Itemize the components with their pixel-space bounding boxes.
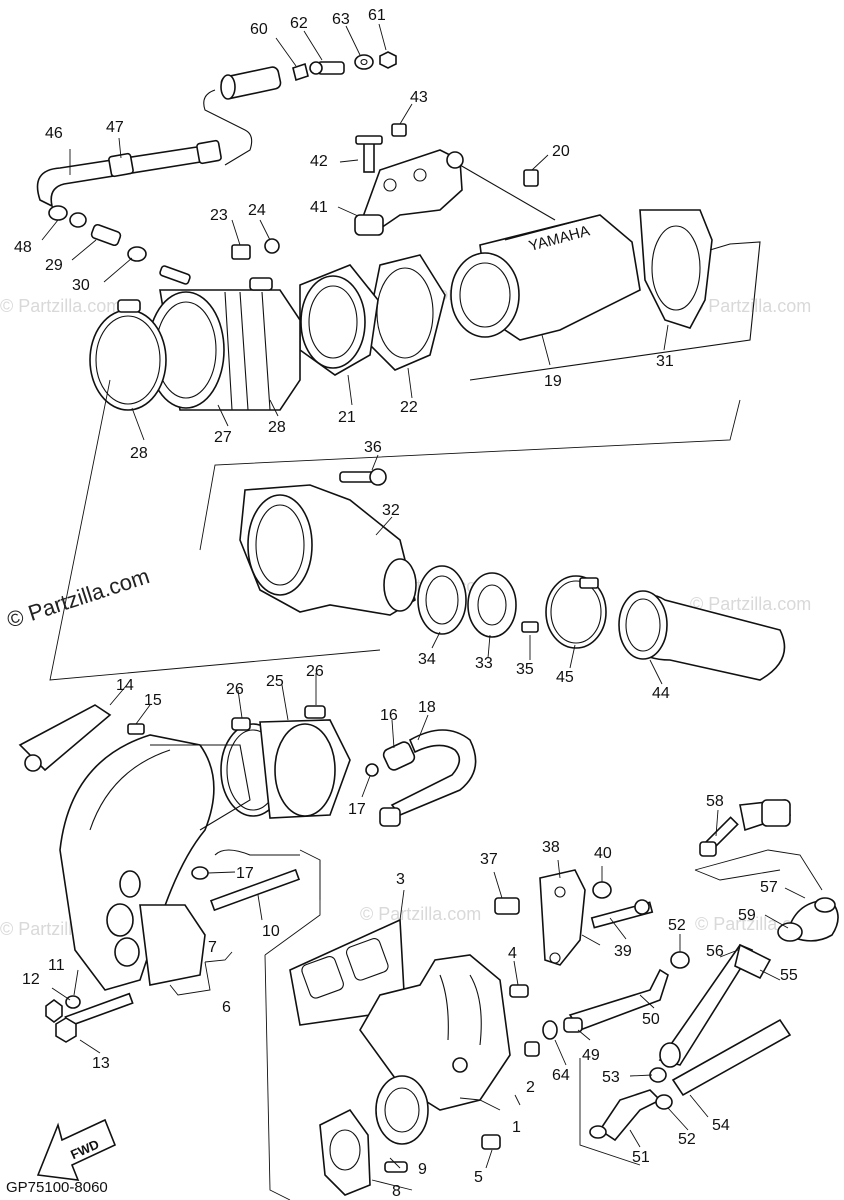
callouts: 60 62 63 61 43 42 41 20 46 47 48 29 30 2… [14,7,798,1200]
callout-62: 62 [290,15,308,32]
callout-33: 33 [475,655,493,672]
callout-15: 15 [144,692,162,709]
callout-32: 32 [382,502,400,519]
callout-50: 50 [642,1011,660,1028]
callout-22: 22 [400,399,418,416]
joint-27-28 [89,238,301,411]
watermark: © Partzilla.com [690,296,811,316]
callout-52-upper: 52 [668,917,686,934]
callout-17-upper: 17 [348,801,366,818]
callout-49: 49 [582,1047,600,1064]
callout-61: 61 [368,7,386,24]
callout-28-left: 28 [130,445,148,462]
callout-23: 23 [210,207,228,224]
callout-3: 3 [396,871,405,888]
fitting-group-top [203,51,397,166]
callout-19: 19 [544,373,562,390]
callout-58: 58 [706,793,724,810]
callout-57: 57 [760,879,778,896]
callout-46: 46 [45,125,63,142]
callout-26-left: 26 [226,681,244,698]
callout-7: 7 [208,939,217,956]
flange-21-gasket-22 [299,254,446,376]
callout-8: 8 [392,1183,401,1200]
water-parts-right [579,799,839,1166]
callout-28-right: 28 [268,419,286,436]
watermark: © Partzilla.com [690,594,811,614]
callout-55: 55 [780,967,798,984]
diagram-code: GP75100-8060 [6,1179,108,1196]
leader-lines [41,23,806,1191]
group-outline-upper [199,399,741,551]
outlet-parts [417,565,786,681]
callout-51: 51 [632,1149,650,1166]
callout-20: 20 [552,143,570,160]
callout-38: 38 [542,839,560,856]
exhaust-chamber-32 [239,468,417,616]
muffler-19: YAMAHA [450,164,641,341]
watermark: © Partzilla.com [0,296,121,316]
callout-60: 60 [250,21,268,38]
callout-37: 37 [480,851,498,868]
callout-56: 56 [706,943,724,960]
callout-44: 44 [652,685,670,702]
callout-25: 25 [266,673,284,690]
callout-36: 36 [364,439,382,456]
watermark: © Partzilla.com [360,904,481,924]
callout-4: 4 [508,945,517,962]
group-outline-left [49,379,381,681]
callout-63: 63 [332,11,350,28]
callout-42: 42 [310,153,328,170]
callout-13: 13 [92,1055,110,1072]
fasteners-left [45,849,321,1043]
bracket-38-group [494,869,669,1040]
callout-41: 41 [310,199,328,216]
exhaust-manifold-1 [264,860,540,1200]
callout-5: 5 [474,1169,483,1186]
callout-11: 11 [48,957,65,974]
callout-14: 14 [116,677,134,694]
callout-54: 54 [712,1117,730,1134]
callout-1: 1 [512,1119,521,1136]
callout-9: 9 [418,1161,427,1178]
callout-35: 35 [516,661,534,678]
watermark-main: © Partzilla.com [4,563,153,633]
callout-21: 21 [338,409,356,426]
callout-17-lower: 17 [236,865,254,882]
callout-47: 47 [106,119,124,136]
fwd-arrow: FWD [36,1118,117,1181]
callout-52-lower: 52 [678,1131,696,1148]
callout-34: 34 [418,651,436,668]
elbow-6 [18,704,351,991]
callout-31: 31 [656,353,674,370]
callout-39: 39 [614,943,632,960]
callout-45: 45 [556,669,574,686]
callout-26-right: 26 [306,663,324,680]
callout-12: 12 [22,971,40,988]
hose-46-47 [36,139,222,262]
callout-64: 64 [552,1067,570,1084]
callout-30: 30 [72,277,90,294]
callout-10: 10 [262,923,280,940]
callout-24: 24 [248,202,266,219]
callout-16: 16 [380,707,398,724]
callout-18: 18 [418,699,436,716]
callout-27: 27 [214,429,232,446]
hose-18 [191,729,477,880]
callout-48: 48 [14,239,32,256]
callout-59: 59 [738,907,756,924]
callout-29: 29 [45,257,63,274]
callout-43: 43 [410,89,428,106]
callout-53: 53 [602,1069,620,1086]
gasket-31 [469,209,761,381]
bracket-41 [354,123,464,236]
callout-6: 6 [222,999,231,1016]
callout-2: 2 [526,1079,535,1096]
callout-40: 40 [594,845,612,862]
